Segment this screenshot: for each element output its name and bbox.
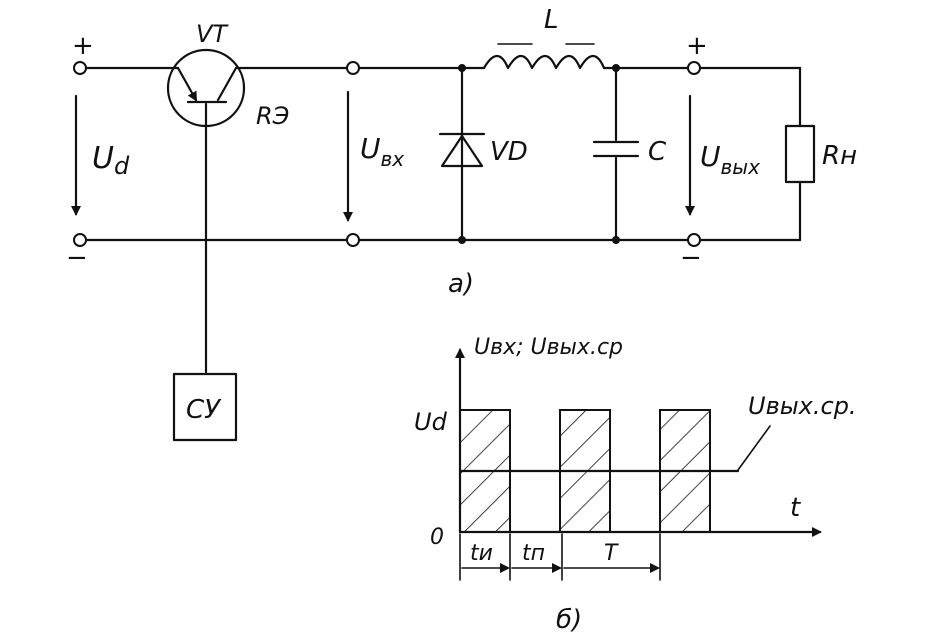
caption-b: б) bbox=[556, 605, 582, 635]
waveform-chart: Uвх; Uвых.ср t Ud 0 Uвых.ср. tи tп T б) bbox=[414, 335, 857, 635]
junction-top-diode bbox=[458, 64, 466, 72]
uin-top-terminal bbox=[346, 61, 360, 75]
circuit-schematic: + − Ud VT RЭ СУ Uвх VD bbox=[66, 5, 857, 442]
control-unit-label: СУ bbox=[186, 395, 222, 425]
load-resistor-rn bbox=[784, 66, 816, 242]
toff-label: tп bbox=[522, 541, 545, 566]
rn-label: Rн bbox=[822, 141, 857, 171]
re-label: RЭ bbox=[256, 102, 290, 130]
ud-label: Ud bbox=[92, 141, 130, 180]
zero-label: 0 bbox=[430, 525, 444, 550]
control-unit-box bbox=[172, 372, 238, 442]
l-label: L bbox=[544, 5, 559, 35]
vt-label: VT bbox=[196, 20, 229, 48]
minus-left-label: − bbox=[66, 243, 88, 273]
caption-a: a) bbox=[448, 269, 474, 299]
x-axis-label: t bbox=[790, 493, 801, 523]
avg-line-label: Uвых.ср. bbox=[748, 392, 857, 420]
uin-bottom-terminal bbox=[346, 233, 360, 247]
transistor-vt bbox=[166, 48, 246, 374]
c-label: C bbox=[648, 137, 667, 167]
uin-label: Uвх bbox=[360, 132, 404, 171]
uout-label: Uвых bbox=[700, 140, 760, 179]
output-minus-terminal bbox=[687, 233, 701, 247]
diode-vd bbox=[438, 66, 486, 242]
average-leader-line bbox=[737, 425, 771, 471]
input-plus-terminal bbox=[73, 61, 87, 75]
plus-left-label: + bbox=[72, 31, 94, 61]
junction-bottom-cap bbox=[612, 236, 620, 244]
plus-right-label: + bbox=[686, 31, 708, 61]
period-label: T bbox=[604, 541, 619, 566]
output-plus-terminal bbox=[687, 61, 701, 75]
inductor-l bbox=[482, 54, 606, 70]
input-minus-terminal bbox=[73, 233, 87, 247]
minus-right-label: − bbox=[680, 243, 702, 273]
ton-label: tи bbox=[470, 541, 493, 566]
ud-level-label: Ud bbox=[414, 408, 448, 436]
y-axis-label: Uвх; Uвых.ср bbox=[474, 335, 623, 360]
vd-label: VD bbox=[490, 137, 528, 167]
junction-bottom-diode bbox=[458, 236, 466, 244]
junction-top-cap bbox=[612, 64, 620, 72]
capacitor-c bbox=[592, 66, 640, 242]
